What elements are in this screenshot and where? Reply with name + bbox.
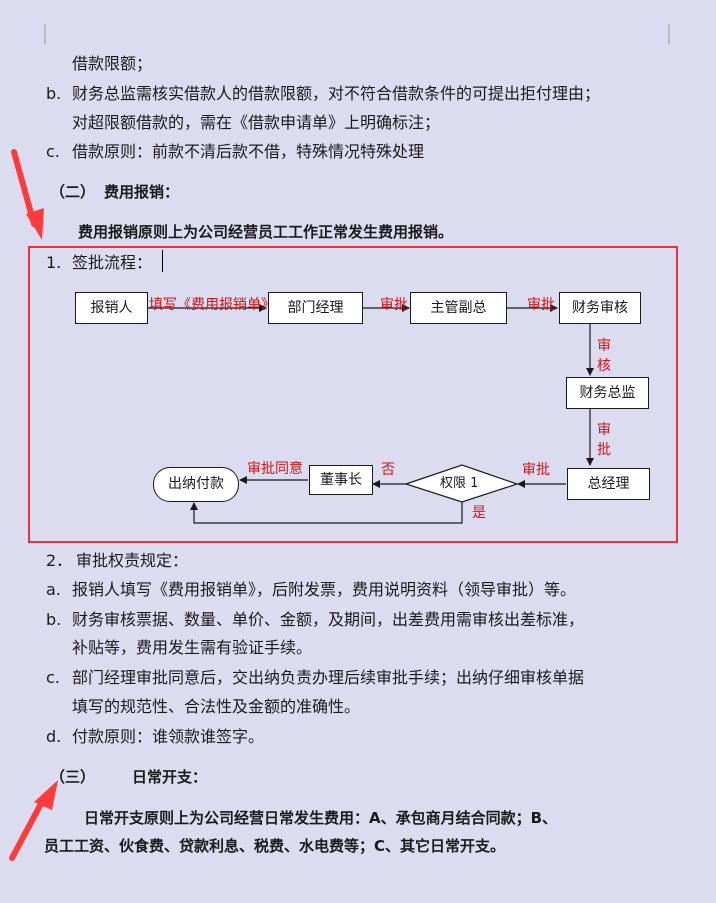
text-line: 报销人填写《费用报销单》，后附发票，费用说明资料（领导审批）等。 — [72, 580, 577, 599]
paragraph-line: 员工工资、伙食费、贷款利息、税费、水电费等；C、其它日常开支。 — [44, 837, 506, 855]
list-marker: d. — [46, 727, 62, 746]
edge-label: 核 — [597, 358, 611, 374]
node-gm: 总经理 — [567, 468, 650, 500]
text-line: 填写的规范性、合法性及金额的准确性。 — [72, 697, 361, 716]
section-title: 费用报销： — [104, 183, 180, 201]
annotation-arrow-icon — [11, 149, 44, 240]
crop-mark-top-left — [44, 24, 46, 44]
text-cursor — [162, 250, 163, 272]
edge-label: 是 — [472, 505, 486, 521]
text-line: 付款原则：谁领款谁签字。 — [72, 727, 265, 746]
node-cashier: 出纳付款 — [153, 467, 239, 502]
text-line: 补贴等，费用发生需有验证手续。 — [72, 638, 313, 657]
text-line: 部门经理审批同意后，交出纳负责办理后续审批手续；出纳仔细审核单据 — [72, 668, 585, 687]
edge-label: 审 — [597, 338, 611, 354]
node-chairman: 董事长 — [309, 465, 373, 495]
list-marker: c. — [46, 668, 60, 687]
paragraph-line: 日常开支原则上为公司经营日常发生费用：A、承包商月结合同款；B、 — [84, 809, 558, 827]
edge-label: 审批 — [380, 297, 408, 313]
text-line: 财务审核票据、数量、单价、金额，及期间，出差费用需审核出差标准， — [72, 610, 585, 629]
highlight-frame — [28, 246, 678, 543]
edge-label: 审批同意 — [247, 461, 303, 477]
annotation-arrow-icon — [9, 780, 58, 861]
edge-label: 批 — [597, 442, 611, 458]
edge-label: 审批 — [522, 462, 550, 478]
node-claimant: 报销人 — [75, 292, 148, 324]
text-line: 借款原则：前款不清后款不借，特殊情况特殊处理 — [72, 142, 425, 161]
decision-label: 权限 1 — [440, 476, 479, 491]
text-line: 借款限额； — [72, 54, 153, 73]
text-line: 财务总监需核实借款人的借款限额，对不符合借款条件的可提出拒付理由； — [72, 84, 601, 103]
text-line: 对超限额借款的，需在《借款申请单》上明确标注； — [72, 113, 441, 132]
list-marker: b. — [46, 610, 62, 629]
edge-label: 审 — [597, 422, 611, 438]
node-dept-manager: 部门经理 — [268, 292, 363, 324]
subsection-title: 审批权责规定： — [76, 551, 189, 570]
node-deputy-gm: 主管副总 — [410, 292, 507, 324]
list-marker: 1. — [46, 253, 62, 272]
list-marker: 2． — [46, 551, 73, 570]
principle-text: 费用报销原则上为公司经营员工工作正常发生费用报销。 — [78, 223, 454, 241]
subsection-title: 签批流程： — [72, 253, 153, 272]
decision-diamond — [404, 464, 519, 503]
edge-label: 填写《费用报销单》 — [149, 297, 275, 313]
list-marker: a. — [46, 580, 61, 599]
list-marker: c. — [46, 142, 60, 161]
edge-label: 审批 — [527, 297, 555, 313]
edge-label: 否 — [381, 462, 395, 478]
section-number: （三） — [50, 768, 96, 786]
section-number: （二） — [50, 183, 96, 201]
node-cfo: 财务总监 — [566, 377, 649, 409]
list-marker: b. — [46, 84, 62, 103]
section-title: 日常开支： — [132, 768, 208, 786]
crop-mark-top-right — [668, 24, 670, 44]
node-finance-review: 财务审核 — [559, 292, 641, 324]
